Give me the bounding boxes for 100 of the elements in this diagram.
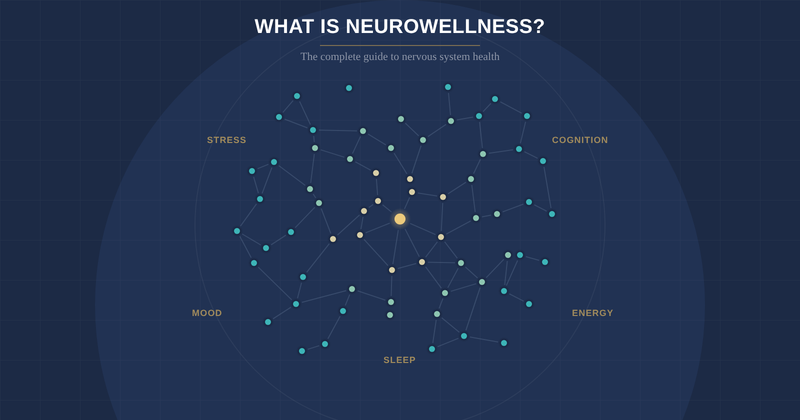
- connector-line: [270, 234, 286, 246]
- connector-line: [404, 122, 420, 136]
- node-dot-icon: [513, 143, 525, 155]
- node-dot-icon: [521, 110, 533, 122]
- connector-line: [404, 197, 410, 210]
- node-dot-icon: [417, 134, 429, 146]
- node-dot-icon: [502, 249, 514, 261]
- node-dot-icon: [416, 256, 428, 268]
- connector-line: [502, 204, 524, 212]
- node-dot-icon: [296, 345, 308, 357]
- connector-line: [306, 243, 330, 273]
- node-dot-icon: [291, 90, 303, 102]
- node-dot-icon: [385, 142, 397, 154]
- node-dot-icon: [384, 309, 396, 321]
- node-dot-icon: [437, 191, 449, 203]
- node-dot-icon: [357, 125, 369, 137]
- category-label: COGNITION: [552, 134, 608, 146]
- node-dot-icon: [386, 264, 398, 276]
- node-dot-icon: [248, 257, 260, 269]
- node-dot-icon: [426, 343, 438, 355]
- connector-line: [450, 283, 477, 292]
- node-dot-icon: [445, 115, 457, 127]
- node-dot-icon: [372, 195, 384, 207]
- node-dot-icon: [465, 173, 477, 185]
- connector-line: [438, 298, 444, 309]
- node-dot-icon: [539, 256, 551, 268]
- hub-dot-icon: [389, 208, 411, 230]
- connector-line: [297, 282, 302, 299]
- connector-line: [525, 256, 540, 261]
- connector-line: [544, 166, 552, 209]
- connector-line: [320, 149, 345, 158]
- node-dot-icon: [319, 338, 331, 350]
- node-dot-icon: [344, 153, 356, 165]
- node-dot-icon: [523, 196, 535, 208]
- node-dot-icon: [337, 305, 349, 317]
- node-dot-icon: [523, 298, 535, 310]
- connector-line: [337, 214, 360, 236]
- connector-line: [282, 100, 294, 113]
- connector-line: [428, 124, 446, 138]
- subtitle-text: The complete guide to nervous system health: [300, 50, 500, 64]
- connector-line: [469, 336, 499, 342]
- node-dot-icon: [273, 111, 285, 123]
- node-dot-icon: [354, 229, 366, 241]
- category-label: STRESS: [207, 134, 247, 146]
- connector-line: [272, 306, 292, 320]
- connector-line: [425, 266, 442, 289]
- node-dot-icon: [498, 337, 510, 349]
- connector-line: [344, 294, 350, 306]
- connector-line: [394, 152, 408, 174]
- connector-line: [482, 102, 492, 112]
- node-dot-icon: [358, 205, 370, 217]
- connector-line: [364, 238, 388, 266]
- node-dot-icon: [458, 330, 470, 342]
- node-dot-icon: [268, 156, 280, 168]
- node-dot-icon: [285, 226, 297, 238]
- connector-line: [448, 182, 466, 194]
- node-dot-icon: [343, 82, 355, 94]
- connector-line: [240, 203, 257, 227]
- node-dot-icon: [404, 173, 416, 185]
- node-dot-icon: [307, 124, 319, 136]
- node-dot-icon: [246, 165, 258, 177]
- connector-line: [262, 167, 272, 194]
- connector-line: [301, 290, 347, 303]
- connector-line: [257, 164, 269, 170]
- node-dot-icon: [498, 285, 510, 297]
- node-dot-icon: [406, 186, 418, 198]
- connector-line: [464, 266, 478, 278]
- connector-line: [486, 258, 504, 278]
- connector-line: [437, 338, 459, 348]
- category-label: SLEEP: [384, 354, 416, 366]
- connector-line: [242, 234, 262, 246]
- node-dot-icon: [313, 197, 325, 209]
- category-label: MOOD: [192, 308, 222, 318]
- connector-line: [307, 345, 320, 350]
- node-dot-icon: [431, 308, 443, 320]
- connector-line: [365, 222, 390, 234]
- node-dot-icon: [514, 249, 526, 261]
- connector-line: [253, 176, 259, 194]
- node-dot-icon: [297, 271, 309, 283]
- connector-line: [441, 317, 460, 333]
- node-dot-icon: [290, 298, 302, 310]
- node-dot-icon: [346, 283, 358, 295]
- connector-line: [465, 287, 481, 331]
- connector-line: [411, 145, 422, 174]
- node-dot-icon: [546, 208, 558, 220]
- node-dot-icon: [477, 148, 489, 160]
- category-label: ENERGY: [572, 308, 614, 318]
- connector-line: [320, 208, 332, 234]
- connector-line: [258, 266, 292, 300]
- node-dot-icon: [470, 212, 482, 224]
- connector-line: [310, 154, 315, 184]
- connector-line: [392, 229, 399, 265]
- node-dot-icon: [260, 242, 272, 254]
- connector-line: [444, 241, 458, 259]
- connector-line: [425, 241, 438, 258]
- connector-line: [410, 222, 436, 236]
- node-dot-icon: [455, 257, 467, 269]
- connector-line: [404, 228, 420, 258]
- connector-line: [278, 165, 306, 186]
- node-dot-icon: [395, 113, 407, 125]
